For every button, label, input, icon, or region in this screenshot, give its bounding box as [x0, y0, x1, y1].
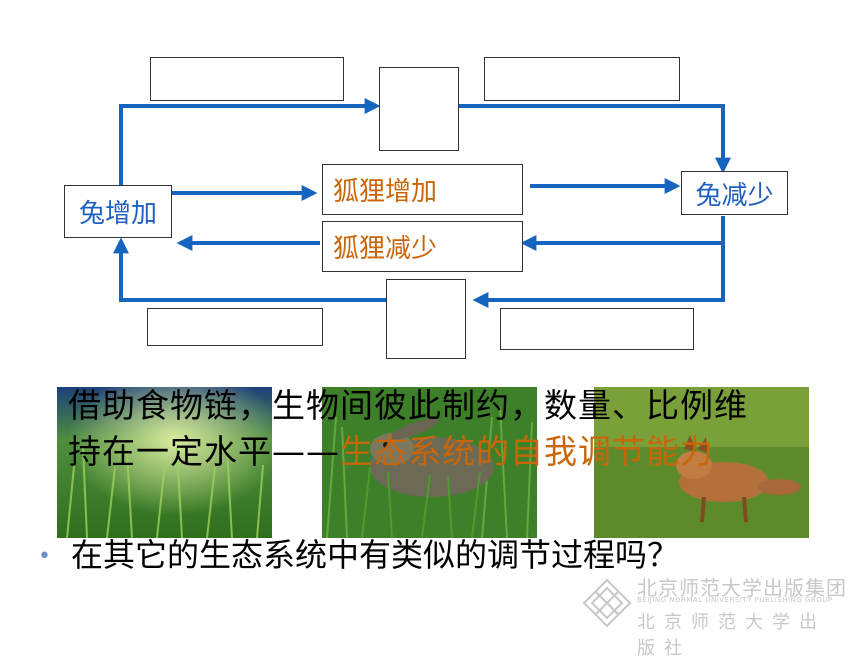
- blank-box-bottom-left: [147, 308, 323, 346]
- arrow-top-right: [458, 104, 731, 174]
- arrow-bottom-right: [472, 243, 725, 308]
- grass-photo: [57, 387, 272, 538]
- bullet-text: 在其它的生态系统中有类似的调节过程吗？: [70, 536, 679, 574]
- fox-increase-box: 狐狸增加: [322, 164, 523, 215]
- bullet-question: • 在其它的生态系统中有类似的调节过程吗？: [38, 533, 838, 579]
- publisher-watermark: 北京师范大学出版集团 BEIJING NORMAL UNIVERSITY PUB…: [580, 570, 850, 659]
- rabbit-decrease-label: 兔减少: [695, 180, 774, 211]
- caption-highlight: 生态系统的自我调节能力: [340, 432, 714, 471]
- blank-box-bottom-center: [386, 279, 466, 359]
- food-chain-diagram: [113, 98, 731, 308]
- arrow-bottom-left: [113, 237, 386, 302]
- caption-text: 借助食物链，生物间彼此制约，数量、比例维持在一定水平——生态系统的自我调节能力: [68, 383, 768, 475]
- fox-photo: [594, 387, 809, 538]
- bullet-dot-icon: •: [38, 544, 51, 569]
- arrow-rabbit-decrease-to-fox-decrease: [520, 216, 725, 251]
- fox-increase-label: 狐狸增加: [333, 177, 438, 207]
- caption-normal: 借助食物链，生物间彼此制约，数量、比例维持在一定水平——: [68, 386, 748, 471]
- publisher-press: 北京师范大学出版社: [637, 612, 826, 659]
- blank-box-bottom-right: [500, 308, 694, 350]
- publisher-name: 北京师范大学出版集团: [637, 576, 847, 600]
- rabbit-increase-box: 兔增加: [64, 185, 172, 238]
- rabbit-decrease-box: 兔减少: [681, 171, 788, 215]
- fox-decrease-label: 狐狸减少: [333, 234, 438, 264]
- publisher-english: BEIJING NORMAL UNIVERSITY PUBLISHING GRO…: [637, 596, 833, 604]
- hare-photo: [322, 387, 537, 538]
- blank-box-top-right: [484, 57, 680, 101]
- publisher-logo-icon: [582, 578, 632, 628]
- blank-box-top-center: [379, 67, 459, 151]
- fox-decrease-box: 狐狸减少: [322, 221, 523, 272]
- rabbit-increase-label: 兔增加: [78, 199, 157, 229]
- blank-box-top-left: [150, 57, 344, 101]
- arrow-top-left: [119, 98, 381, 186]
